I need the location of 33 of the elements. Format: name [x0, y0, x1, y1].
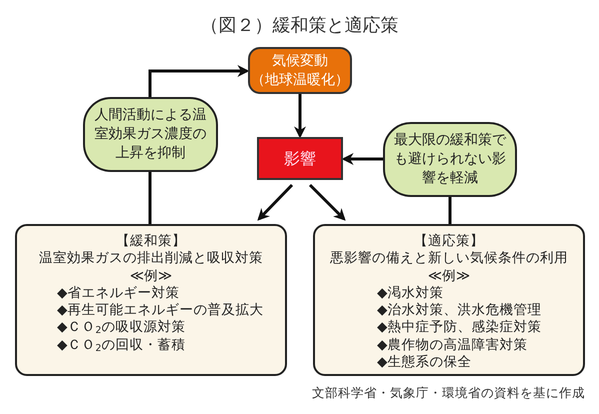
- box-text: 気候変動（地球温暖化）: [250, 52, 350, 90]
- list-item: ◆ＣＯ$_{2}$の回収・蓄積: [57, 336, 186, 354]
- box-text: ≪例≫: [428, 268, 470, 285]
- arrow: [148, 65, 250, 97]
- box-text: 人間活動による温室効果ガス濃度の上昇を抑制: [94, 106, 206, 163]
- box-text: 温室効果ガスの排出削減と吸収対策: [39, 250, 263, 268]
- list-item: ◆ＣＯ$_{2}$の吸収源対策: [57, 319, 186, 337]
- panel-box: [313, 224, 585, 376]
- arrow: [342, 153, 383, 165]
- list-item: ◆生態系の保全: [377, 354, 472, 372]
- process-box: [257, 137, 343, 180]
- connector-line: [148, 172, 152, 224]
- panel-box: [15, 224, 287, 376]
- rounded-box: [83, 97, 218, 172]
- rounded-box: [383, 122, 517, 197]
- box-text: 最大限の緩和策でも避けられない影響を軽減: [393, 131, 508, 188]
- box-text: 影響: [284, 148, 316, 168]
- list-item: ◆省エネルギー対策: [57, 284, 180, 302]
- title: （図２）緩和策と適応策: [200, 14, 400, 38]
- panel-heading: 【緩和策】: [116, 233, 186, 250]
- box-text: ≪例≫: [130, 268, 172, 285]
- list-item: ◆治水対策、洪水危機管理: [377, 302, 542, 320]
- list-item: ◆農作物の高温障害対策: [377, 336, 528, 354]
- source-caption: 文部科学省・気象庁・環境省の資料を基に作成: [312, 384, 585, 402]
- arrow: [257, 184, 294, 221]
- box-text: 悪影響の備えと新しい気候条件の利用: [330, 250, 568, 268]
- arrow: [294, 94, 306, 138]
- list-item: ◆再生可能エネルギーの普及拡大: [57, 302, 264, 320]
- arrow: [308, 184, 346, 221]
- list-item: ◆渇水対策: [377, 284, 444, 302]
- connector-line: [448, 197, 452, 224]
- list-item: ◆熱中症予防、感染症対策: [377, 319, 542, 337]
- panel-heading: 【適応策】: [414, 233, 484, 250]
